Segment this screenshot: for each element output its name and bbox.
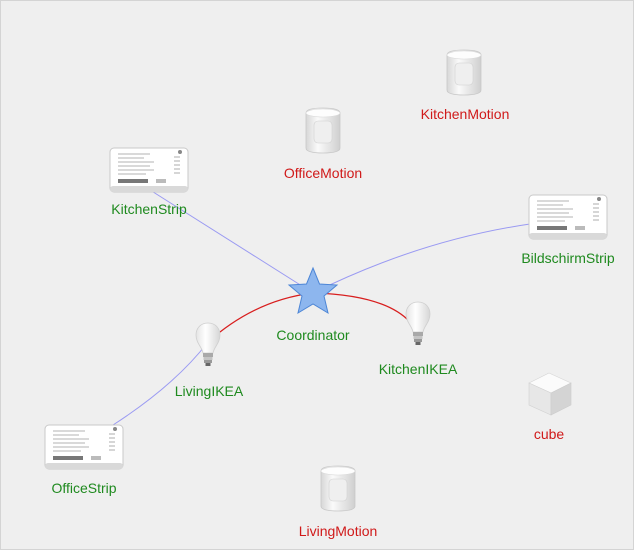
node-living-ikea[interactable]: LivingIKEA bbox=[175, 322, 244, 399]
node-cube[interactable]: cube bbox=[528, 372, 572, 442]
star-icon bbox=[287, 266, 339, 315]
node-label: KitchenStrip bbox=[111, 201, 187, 217]
link-officestrip-livingikea bbox=[112, 341, 209, 426]
led-controller-icon bbox=[528, 194, 608, 240]
node-label: KitchenMotion bbox=[421, 106, 510, 122]
node-label: LivingIKEA bbox=[175, 383, 244, 399]
led-controller-icon bbox=[44, 424, 124, 470]
motion-sensor-icon bbox=[305, 107, 341, 154]
link-coordinator-bildschirmstrip bbox=[312, 223, 531, 294]
bulb-icon bbox=[195, 322, 221, 367]
led-controller-icon bbox=[109, 147, 189, 193]
motion-sensor-icon bbox=[446, 49, 482, 96]
motion-sensor-icon bbox=[320, 465, 356, 512]
node-label: BildschirmStrip bbox=[521, 250, 615, 266]
node-living-motion[interactable]: LivingMotion bbox=[299, 465, 378, 539]
node-label: Coordinator bbox=[276, 327, 349, 343]
bulb-icon bbox=[405, 301, 431, 346]
node-label: KitchenIKEA bbox=[379, 361, 458, 377]
node-coordinator[interactable]: Coordinator bbox=[276, 266, 350, 343]
link-kitchenstrip-coordinator bbox=[149, 189, 314, 294]
node-label: OfficeMotion bbox=[284, 165, 362, 181]
link-coordinator-kitchenikea bbox=[312, 292, 411, 323]
node-label: cube bbox=[534, 426, 565, 442]
node-kitchen-motion[interactable]: KitchenMotion bbox=[421, 49, 510, 122]
cube-icon bbox=[528, 372, 572, 416]
node-label: LivingMotion bbox=[299, 523, 378, 539]
node-bildschirm-strip[interactable]: BildschirmStrip bbox=[521, 194, 615, 266]
node-kitchen-strip[interactable]: KitchenStrip bbox=[109, 147, 189, 217]
node-office-motion[interactable]: OfficeMotion bbox=[284, 107, 362, 181]
node-kitchen-ikea[interactable]: KitchenIKEA bbox=[379, 301, 458, 377]
node-office-strip[interactable]: OfficeStrip bbox=[44, 424, 124, 496]
node-label: OfficeStrip bbox=[51, 480, 116, 496]
